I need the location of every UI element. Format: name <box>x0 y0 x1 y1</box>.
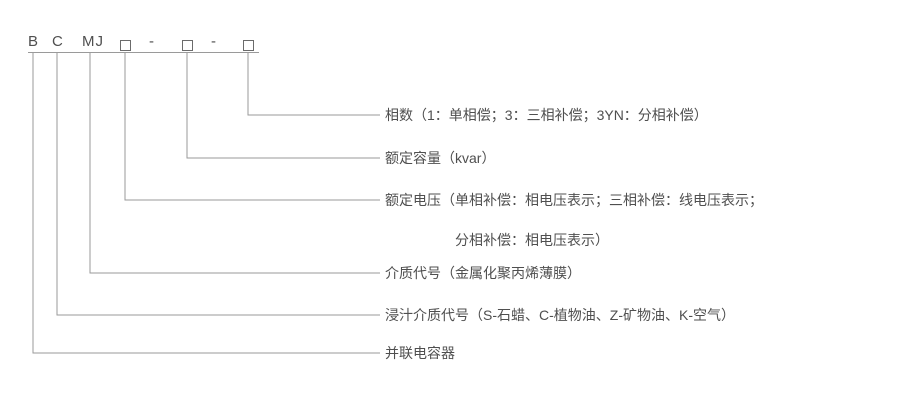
code-dash-1: - <box>149 33 155 50</box>
connector-dielectric <box>89 53 380 274</box>
code-box-voltage <box>120 40 131 51</box>
code-underline <box>28 52 259 53</box>
label-impregnation-medium-code: 浸汁介质代号（S-石蜡、C-植物油、Z-矿物油、K-空气） <box>385 307 735 323</box>
code-dash-2: - <box>211 33 217 50</box>
label-rated-capacity: 额定容量（kvar） <box>385 150 496 166</box>
connector-impregnation <box>56 53 380 316</box>
code-box-phase <box>243 40 254 51</box>
label-phase: 相数（1：单相偿；3：三相补偿；3YN：分相补偿） <box>385 107 708 123</box>
connector-shunt <box>32 53 380 354</box>
label-rated-voltage-line1: 额定电压（单相补偿：相电压表示；三相补偿：线电压表示； <box>385 192 763 208</box>
connector-capacity <box>186 53 380 159</box>
label-dielectric-code: 介质代号（金属化聚丙烯薄膜） <box>385 265 581 281</box>
connector-phase <box>247 53 380 116</box>
label-shunt-capacitor: 并联电容器 <box>385 345 455 361</box>
code-letter-c: C <box>52 33 64 50</box>
code-box-capacity <box>182 40 193 51</box>
code-letters-mj: MJ <box>82 33 104 50</box>
label-rated-voltage-line2: 分相补偿：相电压表示） <box>455 232 609 248</box>
connector-voltage <box>124 53 380 201</box>
code-letter-b: B <box>28 33 40 50</box>
